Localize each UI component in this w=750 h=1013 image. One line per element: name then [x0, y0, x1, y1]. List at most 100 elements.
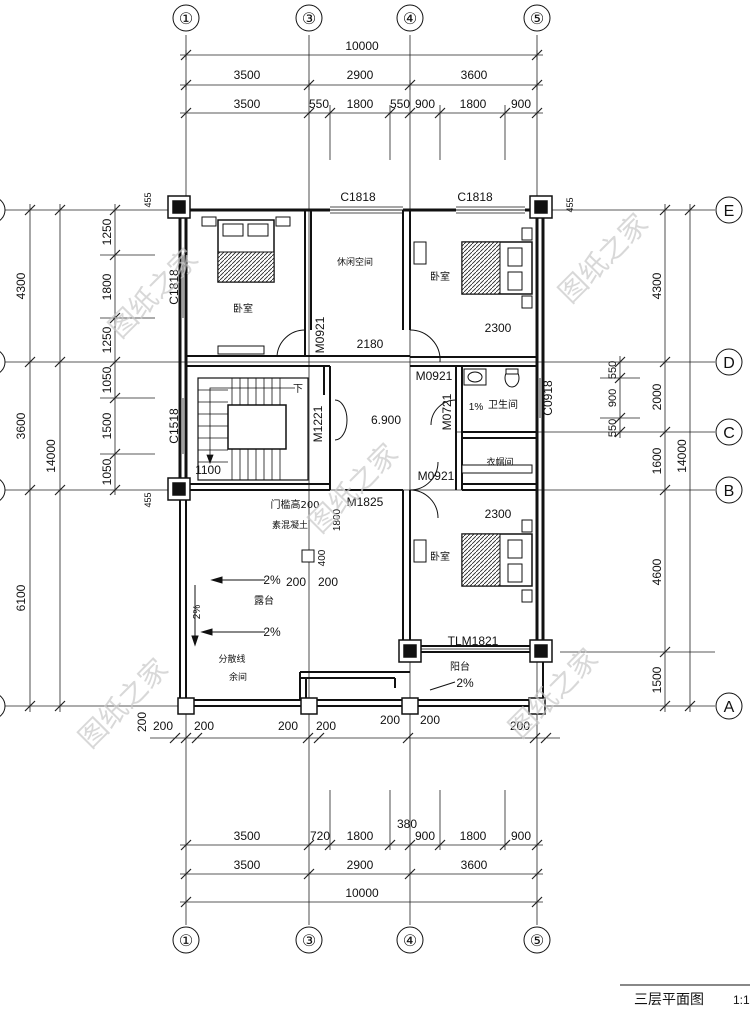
top-dim-r3-6: 900: [511, 97, 531, 111]
tag-down: 下: [293, 384, 303, 395]
bottom-small-dim-lines: [150, 732, 560, 744]
top-dim-r3-4: 900: [415, 97, 435, 111]
small-dim-5: 200: [420, 713, 440, 727]
right-dim-455: 455: [565, 197, 575, 212]
room-terrace: 露台: [254, 594, 274, 607]
tag-200-a: 200: [286, 575, 306, 589]
axis-label-4-top: ④: [403, 11, 417, 28]
bathroom-fixtures: [463, 368, 520, 388]
tag-slope-2: 2%: [263, 625, 281, 639]
left-dim-1250b: 1250: [100, 326, 114, 353]
small-dim-4: 200: [380, 713, 400, 727]
bottom-small-dims: 200 200 200 200 200 200 200 200: [135, 712, 530, 733]
axis-bubbles-left: [0, 199, 6, 717]
room-leisure: 休闲空间: [337, 256, 373, 268]
left-dim-1500: 1500: [100, 412, 114, 439]
tag-m1825: M1825: [347, 495, 384, 509]
left-dim-455b: 455: [143, 492, 153, 507]
left-dimension-lines: [24, 204, 155, 712]
top-dim-3600: 3600: [461, 68, 488, 82]
bottom-dim-r1-6: 900: [511, 829, 531, 843]
tag-m1221: M1221: [311, 405, 325, 442]
bed-bottom-right: [461, 519, 533, 603]
tag-200-b: 200: [318, 575, 338, 589]
small-dim-3: 200: [316, 719, 336, 733]
watermark-2: 图纸之家: [552, 207, 655, 310]
top-dimension-lines: [180, 49, 543, 160]
left-dim-455a: 455: [143, 192, 153, 207]
top-dim-3500: 3500: [234, 68, 261, 82]
drawing-scale: 1:1: [733, 993, 750, 1007]
axis-label-5-top: ⑤: [530, 11, 544, 28]
right-dim-900: 900: [607, 389, 619, 407]
watermark-4: 图纸之家: [72, 652, 175, 755]
left-dim-6100: 6100: [14, 584, 28, 611]
bottom-dimension-lines: [180, 790, 543, 908]
drawing-title: 三层平面图: [634, 992, 704, 1008]
room-bedroom-tl: 卧室: [233, 302, 253, 315]
top-dim-r3-1: 550: [309, 97, 329, 111]
top-dim-r3-5: 1800: [460, 97, 487, 111]
right-dim-1500: 1500: [650, 666, 664, 693]
small-dim-1: 200: [194, 719, 214, 733]
tag-2300-b: 2300: [485, 507, 512, 521]
top-dimension-texts: 10000 3500 2900 3600 3500 550 1800 550 9…: [234, 39, 532, 111]
right-dim-4600: 4600: [650, 558, 664, 585]
doors: [276, 329, 457, 519]
columns: [167, 195, 553, 715]
top-dim-r3-0: 3500: [234, 97, 261, 111]
axis-label-e: E: [724, 203, 735, 220]
tag-1800: 1800: [332, 508, 343, 531]
right-dim-550a: 550: [607, 361, 619, 379]
tag-c1518: C1518: [167, 408, 181, 444]
room-closet: 衣帽间: [486, 456, 513, 468]
bottom-dim-r1-4: 900: [415, 829, 435, 843]
interior-walls: [179, 210, 544, 707]
axis-label-3-bottom: ③: [302, 933, 316, 950]
tag-elevation: 6.900: [371, 413, 401, 427]
right-dim-total: 14000: [675, 439, 689, 473]
bottom-dim-r1-1: 720: [310, 829, 330, 843]
bottom-dim-3600: 3600: [461, 858, 488, 872]
right-dim-1600: 1600: [650, 447, 664, 474]
roof-label-2: 余间: [229, 671, 247, 683]
small-dim-6: 200: [510, 719, 530, 733]
tag-slope-4: 1%: [469, 402, 484, 413]
tag-m0721: M0721: [440, 393, 454, 430]
tag-slope-3: 2%: [192, 605, 203, 620]
axis-label-4-bottom: ④: [403, 933, 417, 950]
axis-label-c: C: [723, 425, 735, 442]
tag-2180: 2180: [357, 337, 384, 351]
right-dim-4300: 4300: [650, 272, 664, 299]
right-dim-2000: 2000: [650, 383, 664, 410]
tag-2300-a: 2300: [485, 321, 512, 335]
top-dim-r3-2: 1800: [347, 97, 374, 111]
roof-label-1: 分散线: [218, 653, 245, 665]
tag-c1818-a: C1818: [340, 190, 376, 204]
windows: [182, 206, 541, 650]
left-dim-total: 14000: [44, 439, 58, 473]
tag-400: 400: [317, 549, 328, 566]
stair: [197, 377, 309, 481]
bottom-dim-r1-5: 1800: [460, 829, 487, 843]
left-dim-1250a: 1250: [100, 218, 114, 245]
left-dim-1050b: 1050: [100, 458, 114, 485]
axis-label-d: D: [723, 355, 735, 372]
top-dim-2900: 2900: [347, 68, 374, 82]
room-labels: 卧室 休闲空间 卧室 卫生间 衣帽间 卧室 露台 阳台 分散线 余间 门槛高20…: [218, 256, 518, 683]
bottom-dim-total: 10000: [345, 886, 379, 900]
tag-m0921-b: M0921: [416, 369, 453, 383]
bed-top-left: [201, 216, 291, 283]
bottom-dim-2900: 2900: [347, 858, 374, 872]
small-dim-2: 200: [278, 719, 298, 733]
left-dim-1050a: 1050: [100, 366, 114, 393]
tag-c1818-b: C1818: [457, 190, 493, 204]
bed-top-right: [461, 227, 533, 309]
left-dimension-texts: 4300 3600 6100 14000 1250 1800 1250 1050…: [14, 192, 153, 611]
title-block: 三层平面图 1:1: [620, 984, 750, 1008]
watermark-3: 图纸之家: [302, 437, 405, 540]
room-bedroom-tr: 卧室: [430, 270, 450, 283]
cabinets: [217, 241, 533, 563]
right-dim-550b: 550: [607, 419, 619, 437]
component-tags: C1818 C1818 C1818 C1518 M0921 M0921 M092…: [167, 190, 555, 690]
